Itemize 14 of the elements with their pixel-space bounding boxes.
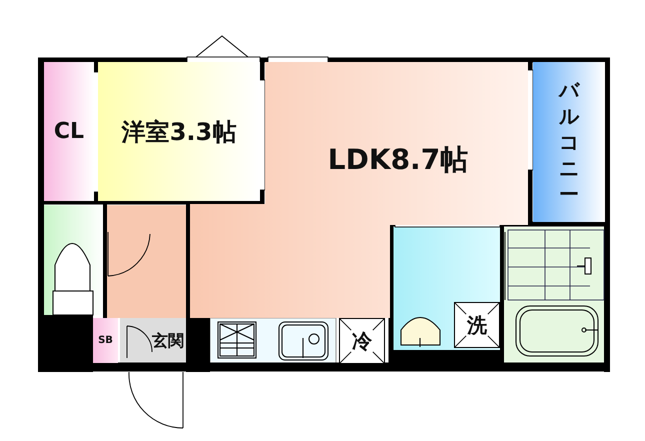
room-label: 洋室3.3帖 bbox=[122, 120, 236, 144]
room-label: バルコニー bbox=[559, 77, 579, 207]
fridge-space bbox=[339, 318, 385, 364]
room-label: SB bbox=[98, 336, 113, 346]
room-label: 洗 bbox=[466, 314, 488, 336]
room-label: LDK8.7帖 bbox=[328, 146, 468, 174]
room-label: 冷 bbox=[351, 330, 373, 352]
room-label: 玄関 bbox=[152, 332, 184, 348]
balcony-area bbox=[533, 62, 605, 222]
room-label: CL bbox=[54, 120, 84, 142]
storage-box bbox=[93, 318, 118, 363]
room-area bbox=[98, 62, 260, 201]
washer-space bbox=[454, 302, 500, 348]
closet-area bbox=[44, 62, 94, 201]
